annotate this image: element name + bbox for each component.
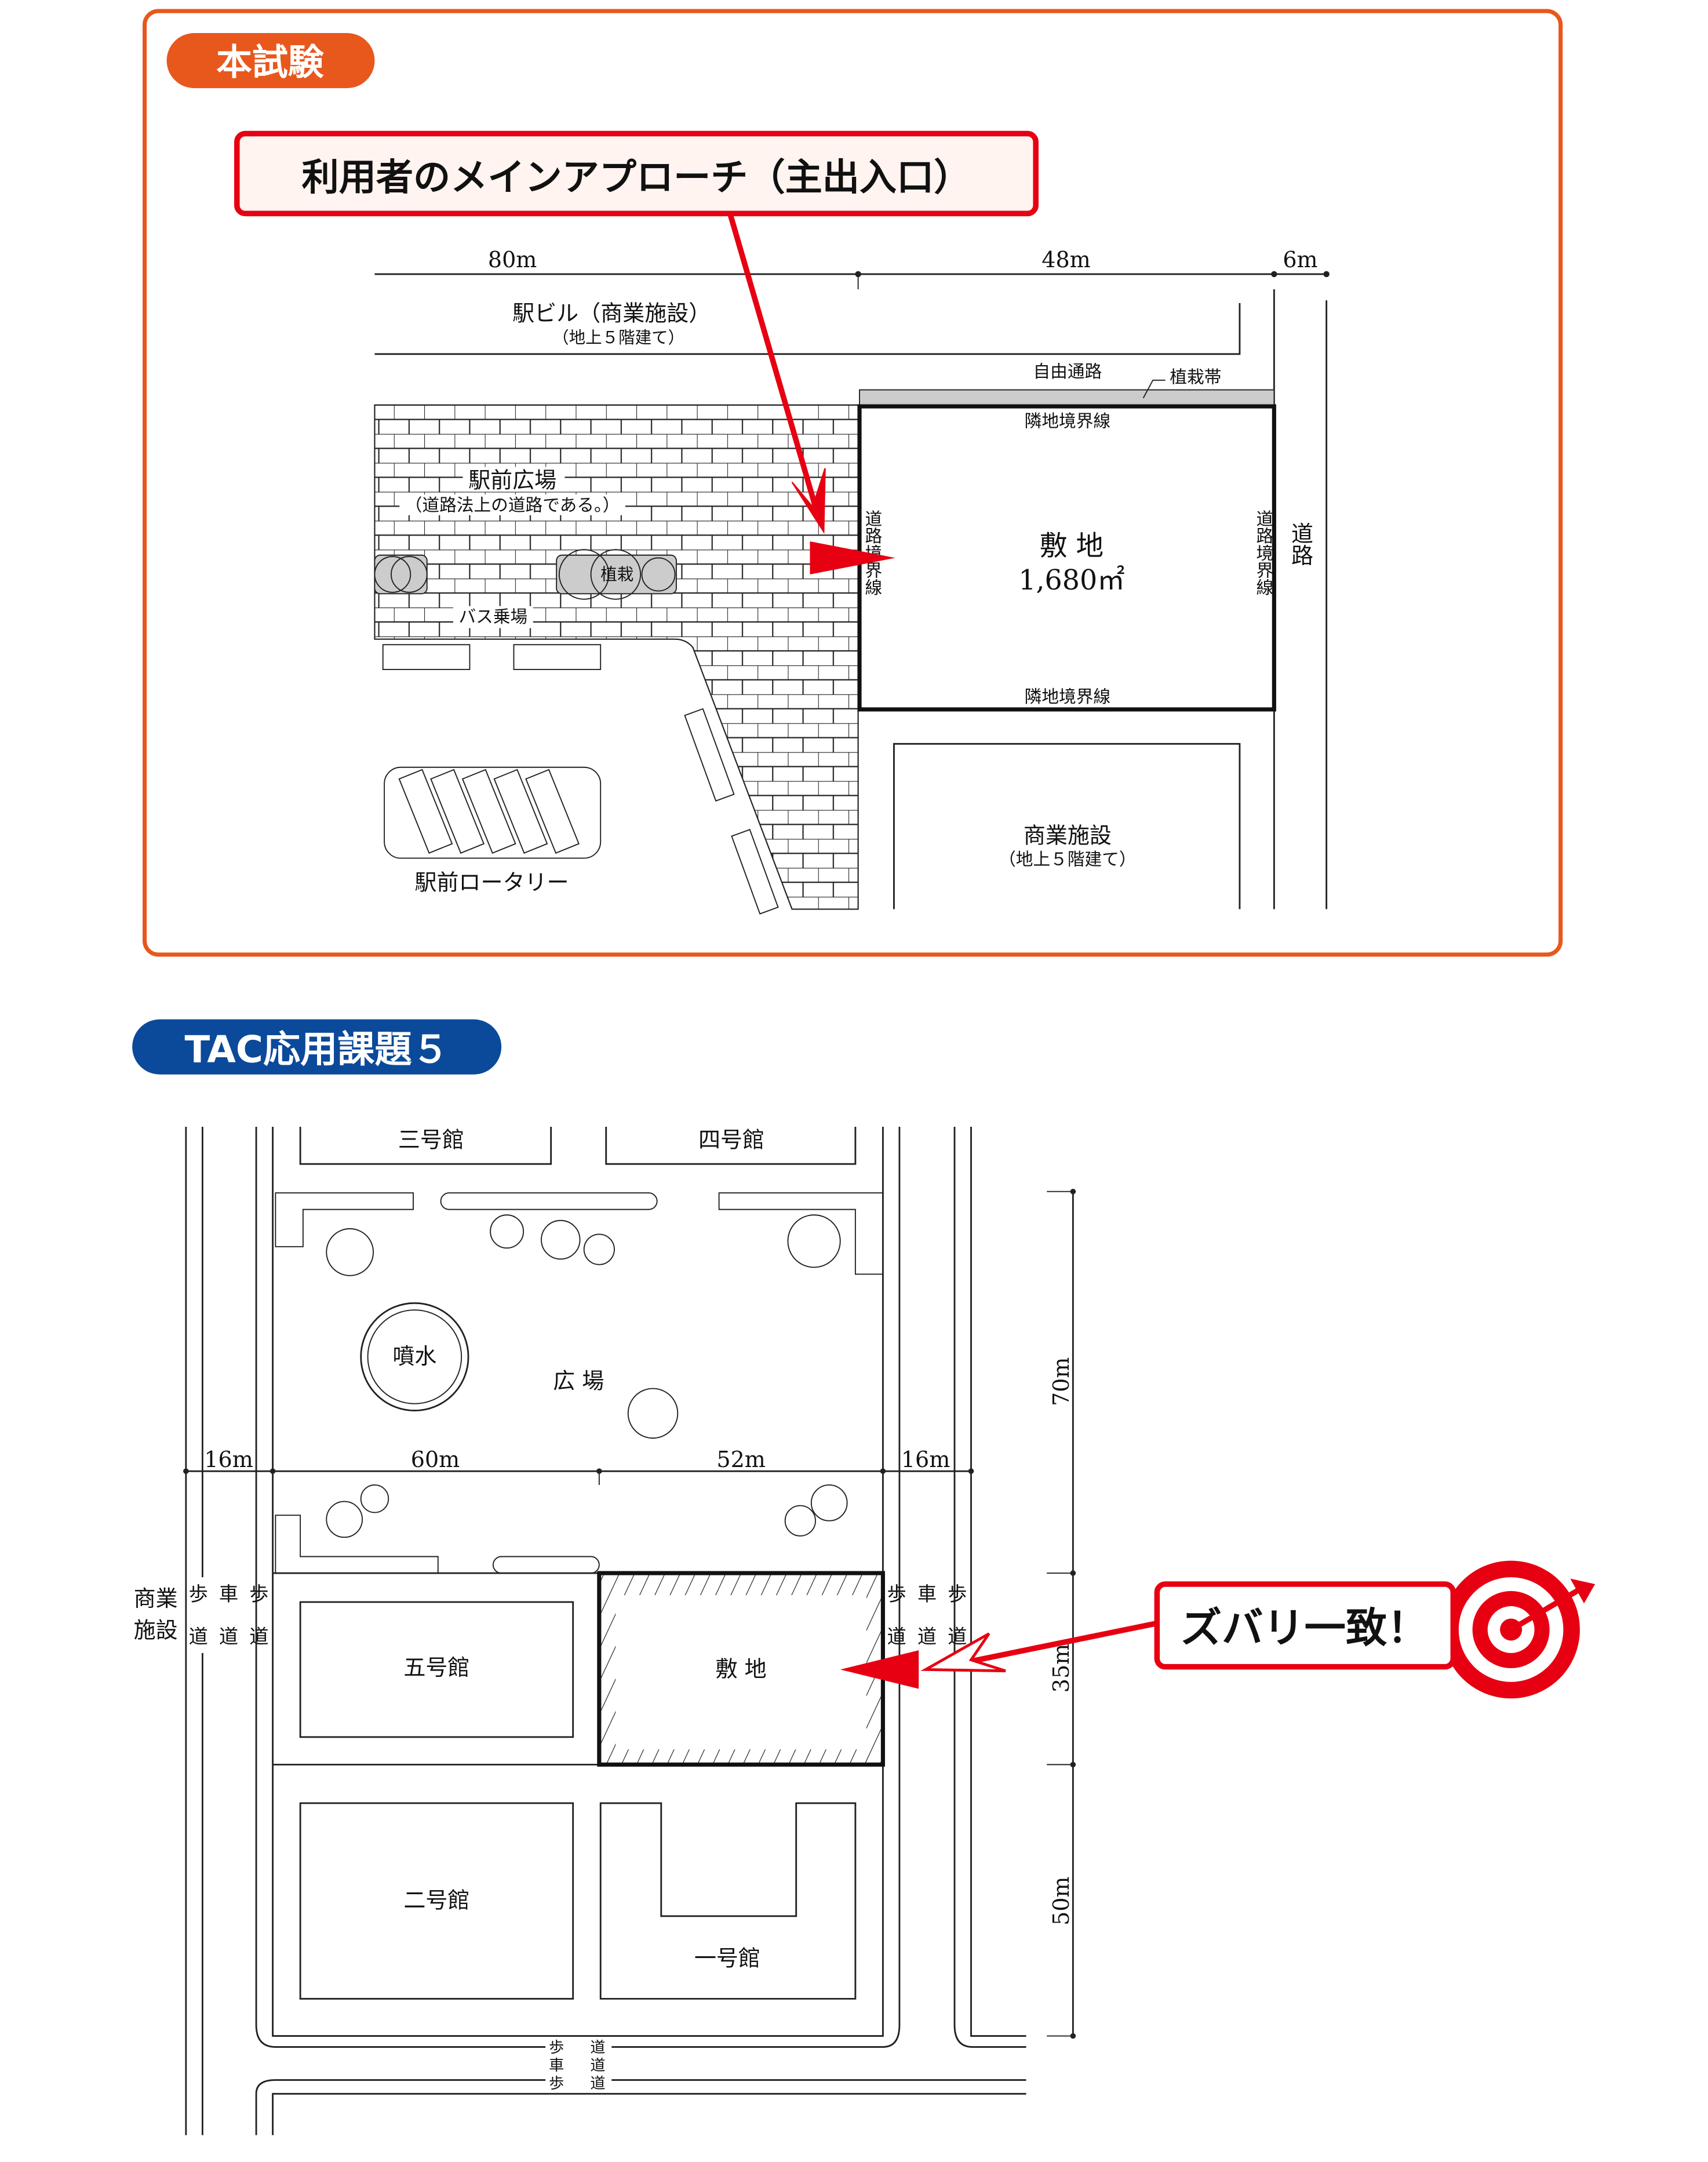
- commercial-sub: （地上５階建て）: [999, 849, 1136, 869]
- building-3: 三号館: [299, 1127, 552, 1165]
- tac-badge-label: TAC応用課題５: [184, 1028, 449, 1071]
- top-dimension-line: 80m 48m 6m: [374, 247, 1330, 290]
- plaza-label-bottom: 広 場: [553, 1368, 604, 1394]
- road-col-label: 道: [590, 2039, 605, 2057]
- road-col-label: 歩: [948, 1583, 967, 1606]
- road-col-label: 道: [249, 1625, 268, 1648]
- target-icon: [1442, 1560, 1596, 1699]
- road-col-label: 道: [590, 2075, 605, 2092]
- rotary-label: 駅前ロータリー: [414, 869, 569, 895]
- neighbor-boundary-top: 隣地境界線: [1025, 412, 1110, 432]
- road-col-label: 歩: [549, 2075, 564, 2092]
- commercial-facility: 商業施設 （地上５階建て）: [893, 742, 1241, 909]
- exam-badge: 本試験: [166, 33, 375, 89]
- road-col-label: 歩: [887, 1583, 906, 1606]
- main-approach-callout: 利用者のメインアプローチ（主出入口）: [234, 130, 1039, 217]
- station-building-sub: （地上５階建て）: [552, 328, 684, 347]
- plaza-labels: 駅前広場 （道路法上の道路である。） バス乗場: [399, 467, 625, 628]
- vertical-dimension-line: 70m 35m 50m: [1047, 1188, 1076, 2039]
- station-building-label: 駅ビル（商業施設）: [512, 301, 711, 326]
- road-col-label: 道: [887, 1625, 906, 1648]
- dim-70m: 70m: [1048, 1357, 1074, 1406]
- road-col-label: 車: [219, 1583, 238, 1606]
- building-4: 四号館: [605, 1127, 857, 1165]
- commercial-label: 商業施設: [1024, 822, 1112, 848]
- building-1-label: 一号館: [694, 1945, 760, 1971]
- building-2-label: 二号館: [403, 1888, 469, 1913]
- neighbor-boundary-bottom: 隣地境界線: [1025, 687, 1110, 707]
- road-col-label: 車: [549, 2057, 564, 2074]
- tac-panel: TAC応用課題５ 三号館 四号館 噴水 広 場: [132, 1019, 1596, 2135]
- road-labels-left: 商業 施設 歩 車 歩 道 道 道: [134, 1583, 269, 1648]
- bus-stop-label: バス乗場: [458, 607, 527, 627]
- main-approach-callout-label: 利用者のメインアプローチ（主出入口）: [302, 156, 971, 199]
- main-approach-arrow: [727, 213, 895, 575]
- dim-6m: 6m: [1283, 247, 1317, 272]
- site-area: 1,680㎡: [1018, 565, 1125, 596]
- free-passage-label: 自由通路: [1033, 362, 1102, 382]
- road-col-label: 道: [590, 2057, 605, 2074]
- road-col-label: 道: [219, 1625, 238, 1648]
- station-rotary: 駅前ロータリー: [384, 766, 602, 895]
- road-labels-right: 歩 車 歩 道 道 道: [887, 1583, 967, 1648]
- dim-50m: 50m: [1048, 1876, 1074, 1925]
- planter-left: [374, 554, 428, 595]
- exam-badge-label: 本試験: [216, 41, 324, 83]
- station-building: 駅ビル（商業施設） （地上５階建て）: [374, 301, 1241, 355]
- bus-bays: [684, 708, 779, 915]
- fountain: 噴水: [360, 1302, 469, 1412]
- dim-48m: 48m: [1041, 247, 1090, 272]
- site-label: 敷 地: [1040, 530, 1104, 562]
- planting-strip-label: 植栽帯: [1170, 367, 1221, 388]
- plaza-label: 駅前広場: [468, 467, 556, 493]
- road-col-label: 歩: [549, 2039, 564, 2057]
- road-col-label: 車: [917, 1583, 937, 1606]
- exam-panel: 本試験 80m 48m 6m 駅ビル（商業施設） （地上５階建て） 道路 植栽 …: [143, 9, 1563, 957]
- plaza-trees: [326, 1214, 848, 1538]
- building-3-label: 三号館: [398, 1127, 464, 1153]
- commercial-label-2: 施設: [134, 1618, 178, 1643]
- tac-badge: TAC応用課題５: [132, 1019, 502, 1075]
- bus-stop-shelter: [382, 644, 471, 670]
- road-col-label: 道: [189, 1625, 208, 1648]
- building-5: 五号館: [299, 1601, 574, 1738]
- match-callout-label: ズバリ一致！: [1181, 1604, 1429, 1652]
- road-col-label: 歩: [249, 1583, 268, 1606]
- planting-label: 植栽: [600, 565, 633, 584]
- dim-60m: 60m: [411, 1447, 460, 1472]
- road-col-label: 道: [917, 1625, 937, 1648]
- dim-16m-left: 16m: [204, 1447, 253, 1472]
- road-labels-bottom: 歩 車 歩 道 道 道: [545, 2037, 612, 2092]
- plaza-note: （道路法上の道路である。）: [405, 496, 620, 516]
- bus-stop-shelter: [513, 644, 602, 670]
- building-5-label: 五号館: [403, 1655, 469, 1680]
- road-col-label: 道: [948, 1625, 967, 1648]
- bottom-dimension-line: 16m 60m 52m 16m: [183, 1447, 974, 1485]
- dim-35m: 35m: [1048, 1644, 1074, 1693]
- road-boundary-right: 道路境界線: [1253, 509, 1273, 596]
- plaza-hedges: [275, 1192, 884, 1574]
- building-1: 一号館: [599, 1802, 857, 2000]
- station-plaza-paving: [374, 404, 859, 910]
- dim-80m: 80m: [488, 247, 537, 272]
- dim-16m-right: 16m: [901, 1447, 950, 1472]
- match-arrow: [840, 1619, 1161, 1689]
- planting-strip: [859, 389, 1275, 406]
- road-label: 道路: [1288, 522, 1313, 566]
- site-boundary: [857, 404, 1276, 712]
- dim-52m: 52m: [716, 1447, 765, 1472]
- site-label-bottom: 敷 地: [716, 1656, 767, 1681]
- fountain-label: 噴水: [392, 1344, 436, 1369]
- site-bottom: 敷 地: [597, 1571, 885, 1767]
- planting-strip-leader: [1142, 379, 1166, 399]
- commercial-label-1: 商業: [134, 1586, 178, 1611]
- building-2: 二号館: [299, 1802, 574, 2000]
- road-col-label: 歩: [189, 1583, 208, 1606]
- building-4-label: 四号館: [698, 1127, 764, 1153]
- planter-center: 植栽: [556, 549, 677, 600]
- match-callout: ズバリ一致！: [1154, 1581, 1456, 1670]
